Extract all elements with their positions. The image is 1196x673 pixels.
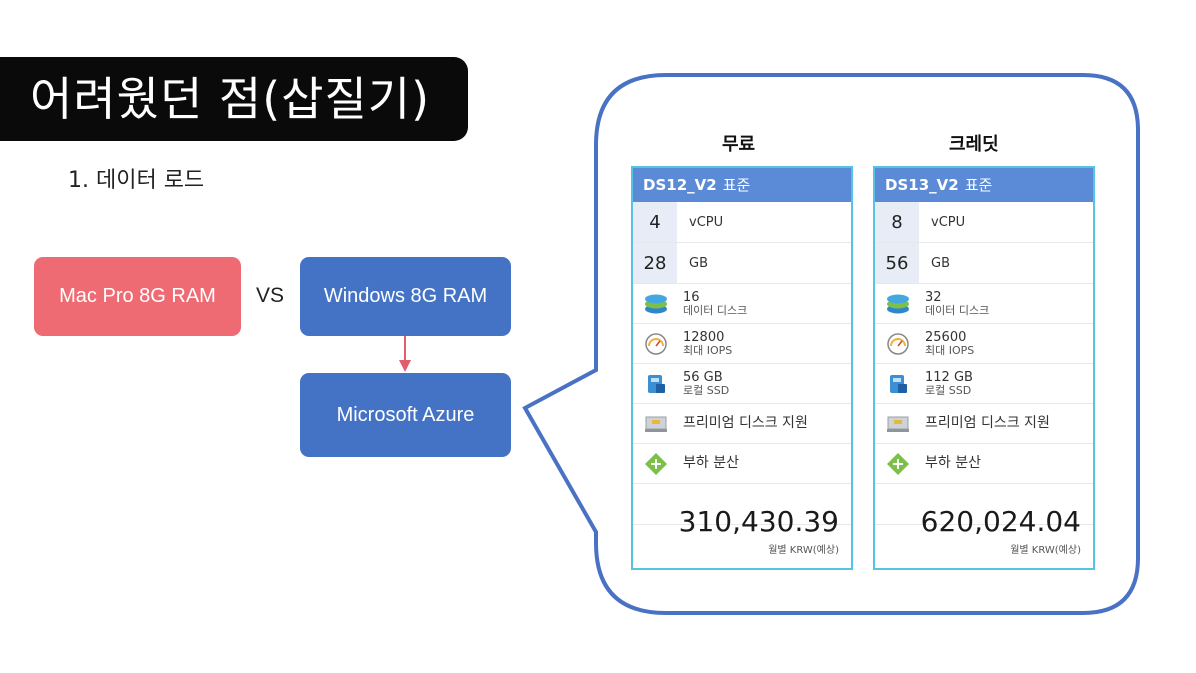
plan-tier: 표준 <box>722 176 751 194</box>
ssd-icon <box>633 372 673 396</box>
load-balance-label: 부하 분산 <box>925 455 981 471</box>
premium-disk-label: 프리미엄 디스크 지원 <box>925 415 1050 431</box>
cpu-row: 4 vCPU <box>633 202 851 243</box>
cpu-value: 8 <box>875 202 919 242</box>
iops-value: 25600 <box>925 329 967 345</box>
disks-value: 16 <box>683 289 700 305</box>
price-note: 월별 KRW(예상) <box>768 545 839 556</box>
empty-row <box>875 484 1093 525</box>
premium-disk-row: 프리미엄 디스크 지원 <box>633 404 851 444</box>
cpu-label: vCPU <box>931 214 966 230</box>
iops-value: 12800 <box>683 329 725 345</box>
load-balance-icon <box>633 452 673 476</box>
windows-node: Windows 8G RAM <box>300 257 511 336</box>
load-balance-label: 부하 분산 <box>683 455 739 471</box>
plan-name: DS13_V2 <box>885 176 959 194</box>
column-label-free: 무료 <box>722 134 756 155</box>
plan-card-header: DS13_V2 표준 <box>875 168 1093 202</box>
load-balance-icon <box>875 452 915 476</box>
drive-icon <box>875 414 915 434</box>
iops-label: 최대 IOPS <box>925 343 975 357</box>
ram-row: 28 GB <box>633 243 851 284</box>
iops-label: 최대 IOPS <box>683 343 733 357</box>
disk-stack-icon <box>633 293 673 315</box>
mac-node: Mac Pro 8G RAM <box>34 257 241 336</box>
ssd-label: 로컬 SSD <box>925 383 972 397</box>
gauge-icon <box>633 332 673 356</box>
vs-label: VS <box>256 284 285 307</box>
cpu-value: 4 <box>633 202 677 242</box>
ram-row: 56 GB <box>875 243 1093 284</box>
ssd-value: 56 GB <box>683 369 723 385</box>
section-subtitle: 1. 데이터 로드 <box>68 168 205 193</box>
ram-label: GB <box>689 255 708 271</box>
load-balance-row: 부하 분산 <box>633 444 851 484</box>
ssd-value: 112 GB <box>925 369 973 385</box>
callout-bubble <box>522 73 1140 615</box>
azure-node: Microsoft Azure <box>300 373 511 457</box>
cpu-row: 8 vCPU <box>875 202 1093 243</box>
ram-label: GB <box>931 255 950 271</box>
plan-tier: 표준 <box>964 176 993 194</box>
drive-icon <box>633 414 673 434</box>
premium-disk-row: 프리미엄 디스크 지원 <box>875 404 1093 444</box>
ssd-label: 로컬 SSD <box>683 383 730 397</box>
price-value: 310,430.39 <box>678 505 839 538</box>
page-title: 어려웠던 점(삽질기) <box>0 57 468 141</box>
gauge-icon <box>875 332 915 356</box>
price-value: 620,024.04 <box>920 505 1081 538</box>
disk-stack-icon <box>875 293 915 315</box>
cpu-label: vCPU <box>689 214 724 230</box>
disks-label: 데이터 디스크 <box>683 303 748 317</box>
plan-card-header: DS12_V2 표준 <box>633 168 851 202</box>
disks-label: 데이터 디스크 <box>925 303 990 317</box>
ram-value: 28 <box>633 243 677 283</box>
premium-disk-label: 프리미엄 디스크 지원 <box>683 415 808 431</box>
empty-row <box>633 484 851 525</box>
flow-arrow-head <box>399 360 411 372</box>
ram-value: 56 <box>875 243 919 283</box>
plan-name: DS12_V2 <box>643 176 717 194</box>
load-balance-row: 부하 분산 <box>875 444 1093 484</box>
column-label-credit: 크레딧 <box>949 134 999 155</box>
disks-value: 32 <box>925 289 942 305</box>
ssd-icon <box>875 372 915 396</box>
price-note: 월별 KRW(예상) <box>1010 545 1081 556</box>
